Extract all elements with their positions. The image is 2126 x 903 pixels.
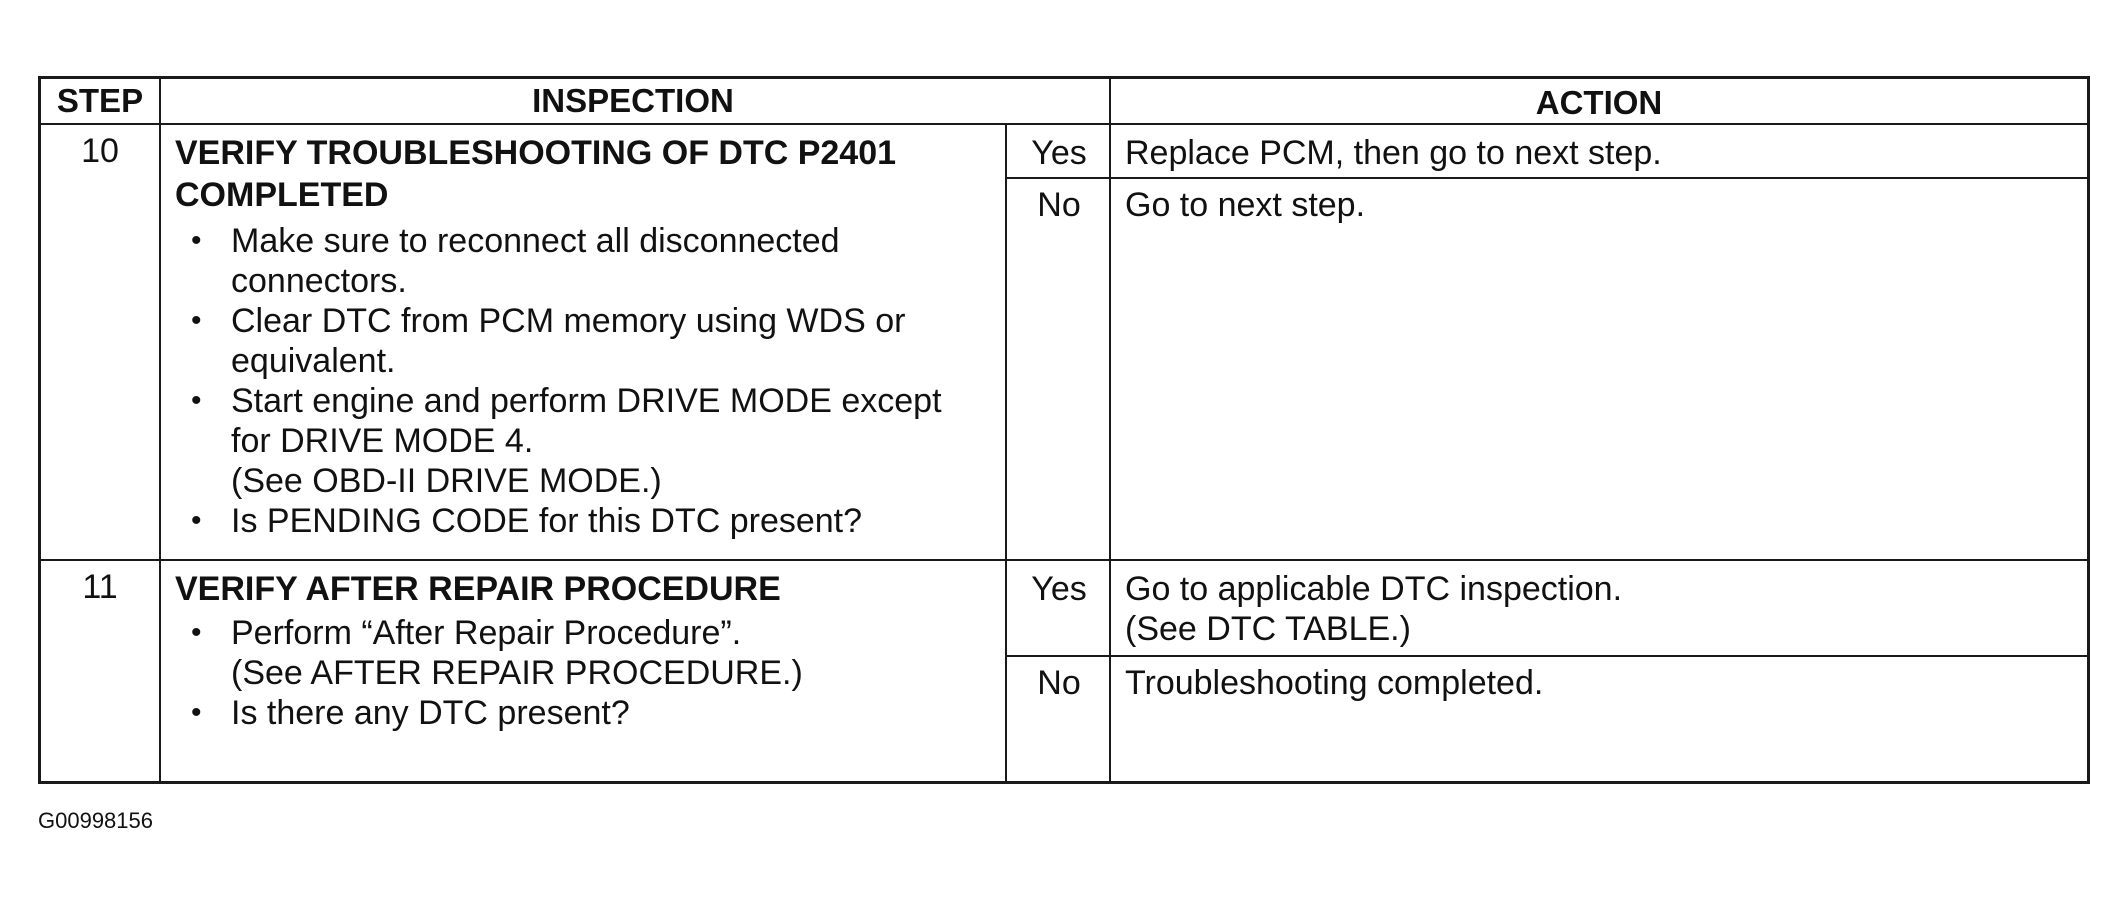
bullet-icon: • bbox=[191, 384, 202, 417]
inspection-bullet-list: • Perform “After Repair Procedure”. (See … bbox=[175, 613, 803, 733]
list-item: • Perform “After Repair Procedure”. (See … bbox=[175, 613, 803, 693]
bullet-icon: • bbox=[191, 304, 202, 337]
inspection-title: VERIFY TROUBLESHOOTING OF DTC P2401 bbox=[175, 134, 897, 172]
divider bbox=[41, 123, 2087, 125]
yes-label: Yes bbox=[1031, 570, 1087, 608]
divider bbox=[41, 559, 2087, 561]
inspection-title: VERIFY AFTER REPAIR PROCEDURE bbox=[175, 570, 781, 608]
list-item: • Start engine and perform DRIVE MODE exc… bbox=[175, 381, 942, 501]
divider bbox=[1005, 655, 2087, 657]
bullet-text: Is PENDING CODE for this DTC present? bbox=[231, 502, 863, 540]
header-inspection: INSPECTION bbox=[532, 82, 734, 119]
no-label: No bbox=[1037, 664, 1081, 702]
no-action: Go to next step. bbox=[1125, 186, 1366, 224]
step-number: 11 bbox=[82, 568, 118, 606]
figure-id: G00998156 bbox=[38, 808, 153, 833]
yes-action: Replace PCM, then go to next step. bbox=[1125, 134, 1662, 172]
bullet-text: Start engine and perform DRIVE MODE exce… bbox=[231, 382, 942, 500]
no-label: No bbox=[1037, 186, 1081, 224]
yes-label: Yes bbox=[1031, 134, 1087, 172]
bullet-text: Make sure to reconnect all disconnected … bbox=[231, 222, 840, 300]
inspection-title-continued: COMPLETED bbox=[175, 176, 389, 214]
bullet-text: Perform “After Repair Procedure”. (See A… bbox=[231, 614, 803, 692]
no-action: Troubleshooting completed. bbox=[1125, 664, 1544, 702]
bullet-icon: • bbox=[191, 504, 202, 537]
list-item: • Is PENDING CODE for this DTC present? bbox=[175, 501, 942, 541]
list-item: • Is there any DTC present? bbox=[175, 693, 803, 733]
divider bbox=[1109, 79, 1111, 781]
step-number: 10 bbox=[81, 132, 119, 170]
bullet-icon: • bbox=[191, 616, 202, 649]
bullet-text: Clear DTC from PCM memory using WDS or e… bbox=[231, 302, 906, 380]
divider bbox=[159, 79, 161, 781]
divider bbox=[1005, 123, 1007, 781]
bullet-text: Is there any DTC present? bbox=[231, 694, 630, 732]
list-item: • Clear DTC from PCM memory using WDS or … bbox=[175, 301, 942, 381]
list-item: • Make sure to reconnect all disconnected… bbox=[175, 221, 942, 301]
bullet-icon: • bbox=[191, 696, 202, 729]
yes-action: Go to applicable DTC inspection. (See DT… bbox=[1125, 570, 1623, 648]
troubleshooting-table: STEP INSPECTION ACTION 10 VERIFY TROUBLE… bbox=[38, 76, 2090, 784]
inspection-bullet-list: • Make sure to reconnect all disconnected… bbox=[175, 221, 942, 541]
bullet-icon: • bbox=[191, 224, 202, 257]
header-action: ACTION bbox=[1535, 84, 1663, 121]
header-step: STEP bbox=[56, 82, 144, 119]
divider bbox=[1005, 177, 2087, 179]
